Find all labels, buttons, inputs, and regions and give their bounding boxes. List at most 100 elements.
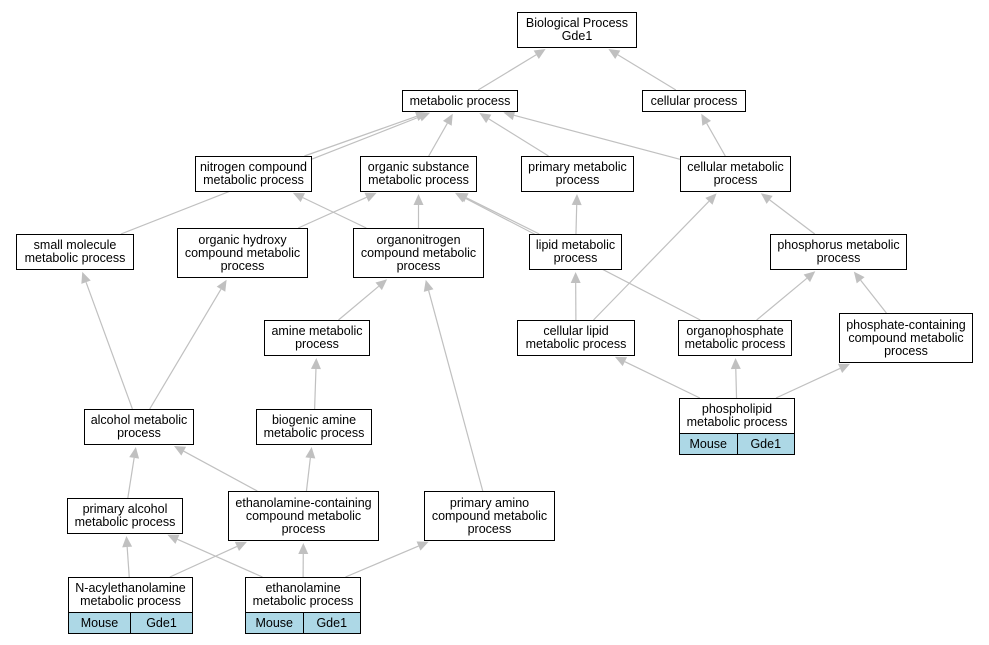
- node-label-line: metabolic process: [74, 515, 176, 529]
- edge-lipid-to-primarymet: [575, 204, 578, 235]
- node-label-line: alcohol metabolic: [90, 413, 188, 427]
- edge-primarymet-to-metabolic: [488, 118, 549, 157]
- edge-nitrogen-to-metabolic: [304, 115, 417, 157]
- edge-phospholipid-to-organophos: [735, 368, 738, 399]
- node-label-line: metabolic process: [409, 93, 511, 108]
- node-label-line: organonitrogen: [376, 232, 461, 247]
- node-label-line: compound metabolic: [848, 330, 964, 345]
- arrowhead-organophos-to-organic: [455, 192, 468, 203]
- arrowhead-alcohol-to-orghydroxy: [216, 279, 227, 292]
- node-label-line: N-acylethanolamine: [75, 581, 186, 595]
- species-cell: Mouse: [246, 613, 303, 633]
- edge-primalcohol-to-alcohol: [127, 457, 135, 499]
- species-cell: Mouse: [69, 613, 130, 633]
- node-label-line: process: [281, 521, 326, 536]
- node-label-line: metabolic process: [203, 173, 304, 187]
- node-label-line: metabolic process: [263, 426, 365, 440]
- node-label-line: organic hydroxy: [198, 232, 287, 247]
- arrowhead-organonit-to-nitrogen: [292, 192, 305, 203]
- arrowhead-ethanolamine-to-primamino: [416, 541, 429, 551]
- node-label-line: process: [884, 343, 928, 358]
- node-label-line: phospholipid: [701, 402, 773, 416]
- arrowhead-lipid-to-primarymet: [571, 193, 582, 206]
- node-label-line: organic substance: [367, 160, 470, 174]
- node-label-line: small molecule: [33, 238, 117, 252]
- node-label-line: cellular metabolic: [687, 160, 784, 174]
- arrowhead-ethcontain-to-biogenic: [305, 446, 316, 459]
- edge-ethcontain-to-alcohol: [183, 450, 258, 492]
- node-label-line: metabolic process: [80, 594, 181, 608]
- edge-cellmet-to-metabolic: [513, 114, 681, 160]
- arrowhead-nacyl-to-primalcohol: [122, 535, 133, 548]
- arrowhead-phoscontain-to-phosphorus: [853, 271, 865, 284]
- node-label-line: metabolic process: [252, 594, 354, 608]
- gene-cell: Gde1: [130, 613, 192, 633]
- node-label-line: process: [220, 258, 265, 273]
- arrowhead-cellular-to-root: [608, 49, 621, 60]
- edge-cellmet-to-cellular: [706, 123, 726, 157]
- go-term-node-metabolic[interactable]: metabolic process: [402, 90, 518, 112]
- arrowhead-nacyl-to-ethcontain: [234, 541, 247, 551]
- node-label-line: primary alcohol: [82, 502, 168, 516]
- node-label-line: compound metabolic: [360, 245, 477, 260]
- arrowhead-ethanolamine-to-ethcontain: [298, 542, 309, 555]
- node-label-line: metabolic process: [368, 173, 469, 187]
- edge-orghydroxy-to-organic: [297, 196, 367, 229]
- edge-phospholipid-to-celllipid: [624, 361, 701, 399]
- node-label-line: compound metabolic: [431, 508, 548, 523]
- arrowhead-ethcontain-to-alcohol: [174, 445, 187, 456]
- arrowhead-cellmet-to-metabolic: [503, 110, 516, 121]
- node-label-line: compound metabolic: [245, 508, 362, 523]
- arrowhead-phospholipid-to-organophos: [730, 357, 741, 370]
- node-label-line: Biological Process: [525, 16, 629, 30]
- node-label-line: metabolic process: [684, 337, 786, 351]
- node-label-line: Gde1: [561, 29, 593, 43]
- edge-alcohol-to-smallmol: [85, 282, 133, 410]
- edge-ethanolamine-to-primamino: [345, 545, 419, 578]
- node-label-line: process: [117, 426, 161, 440]
- go-term-node-cellular[interactable]: cellular process: [642, 90, 746, 112]
- arrowhead-organophos-to-phosphorus: [803, 271, 816, 283]
- arrowhead-phospholipid-to-celllipid: [614, 356, 628, 367]
- node-label-line: nitrogen compound: [199, 160, 308, 174]
- edge-phoscontain-to-phosphorus: [860, 279, 887, 314]
- edge-metabolic-to-root: [477, 54, 537, 91]
- edge-nacyl-to-ethcontain: [169, 545, 238, 578]
- edge-organic-to-metabolic: [428, 123, 448, 157]
- species-cell: Mouse: [680, 434, 737, 454]
- arrowhead-amine-to-organonit: [375, 279, 388, 291]
- node-label-line: primary amino: [449, 495, 530, 510]
- arrowhead-primalcohol-to-alcohol: [129, 446, 140, 459]
- arrowhead-organonit-to-organic: [413, 194, 424, 205]
- edge-amine-to-organonit: [338, 285, 380, 321]
- arrowhead-biogenic-to-amine: [310, 357, 321, 370]
- node-label-line: biogenic amine: [271, 413, 357, 427]
- edge-primamino-to-organonit: [428, 290, 484, 492]
